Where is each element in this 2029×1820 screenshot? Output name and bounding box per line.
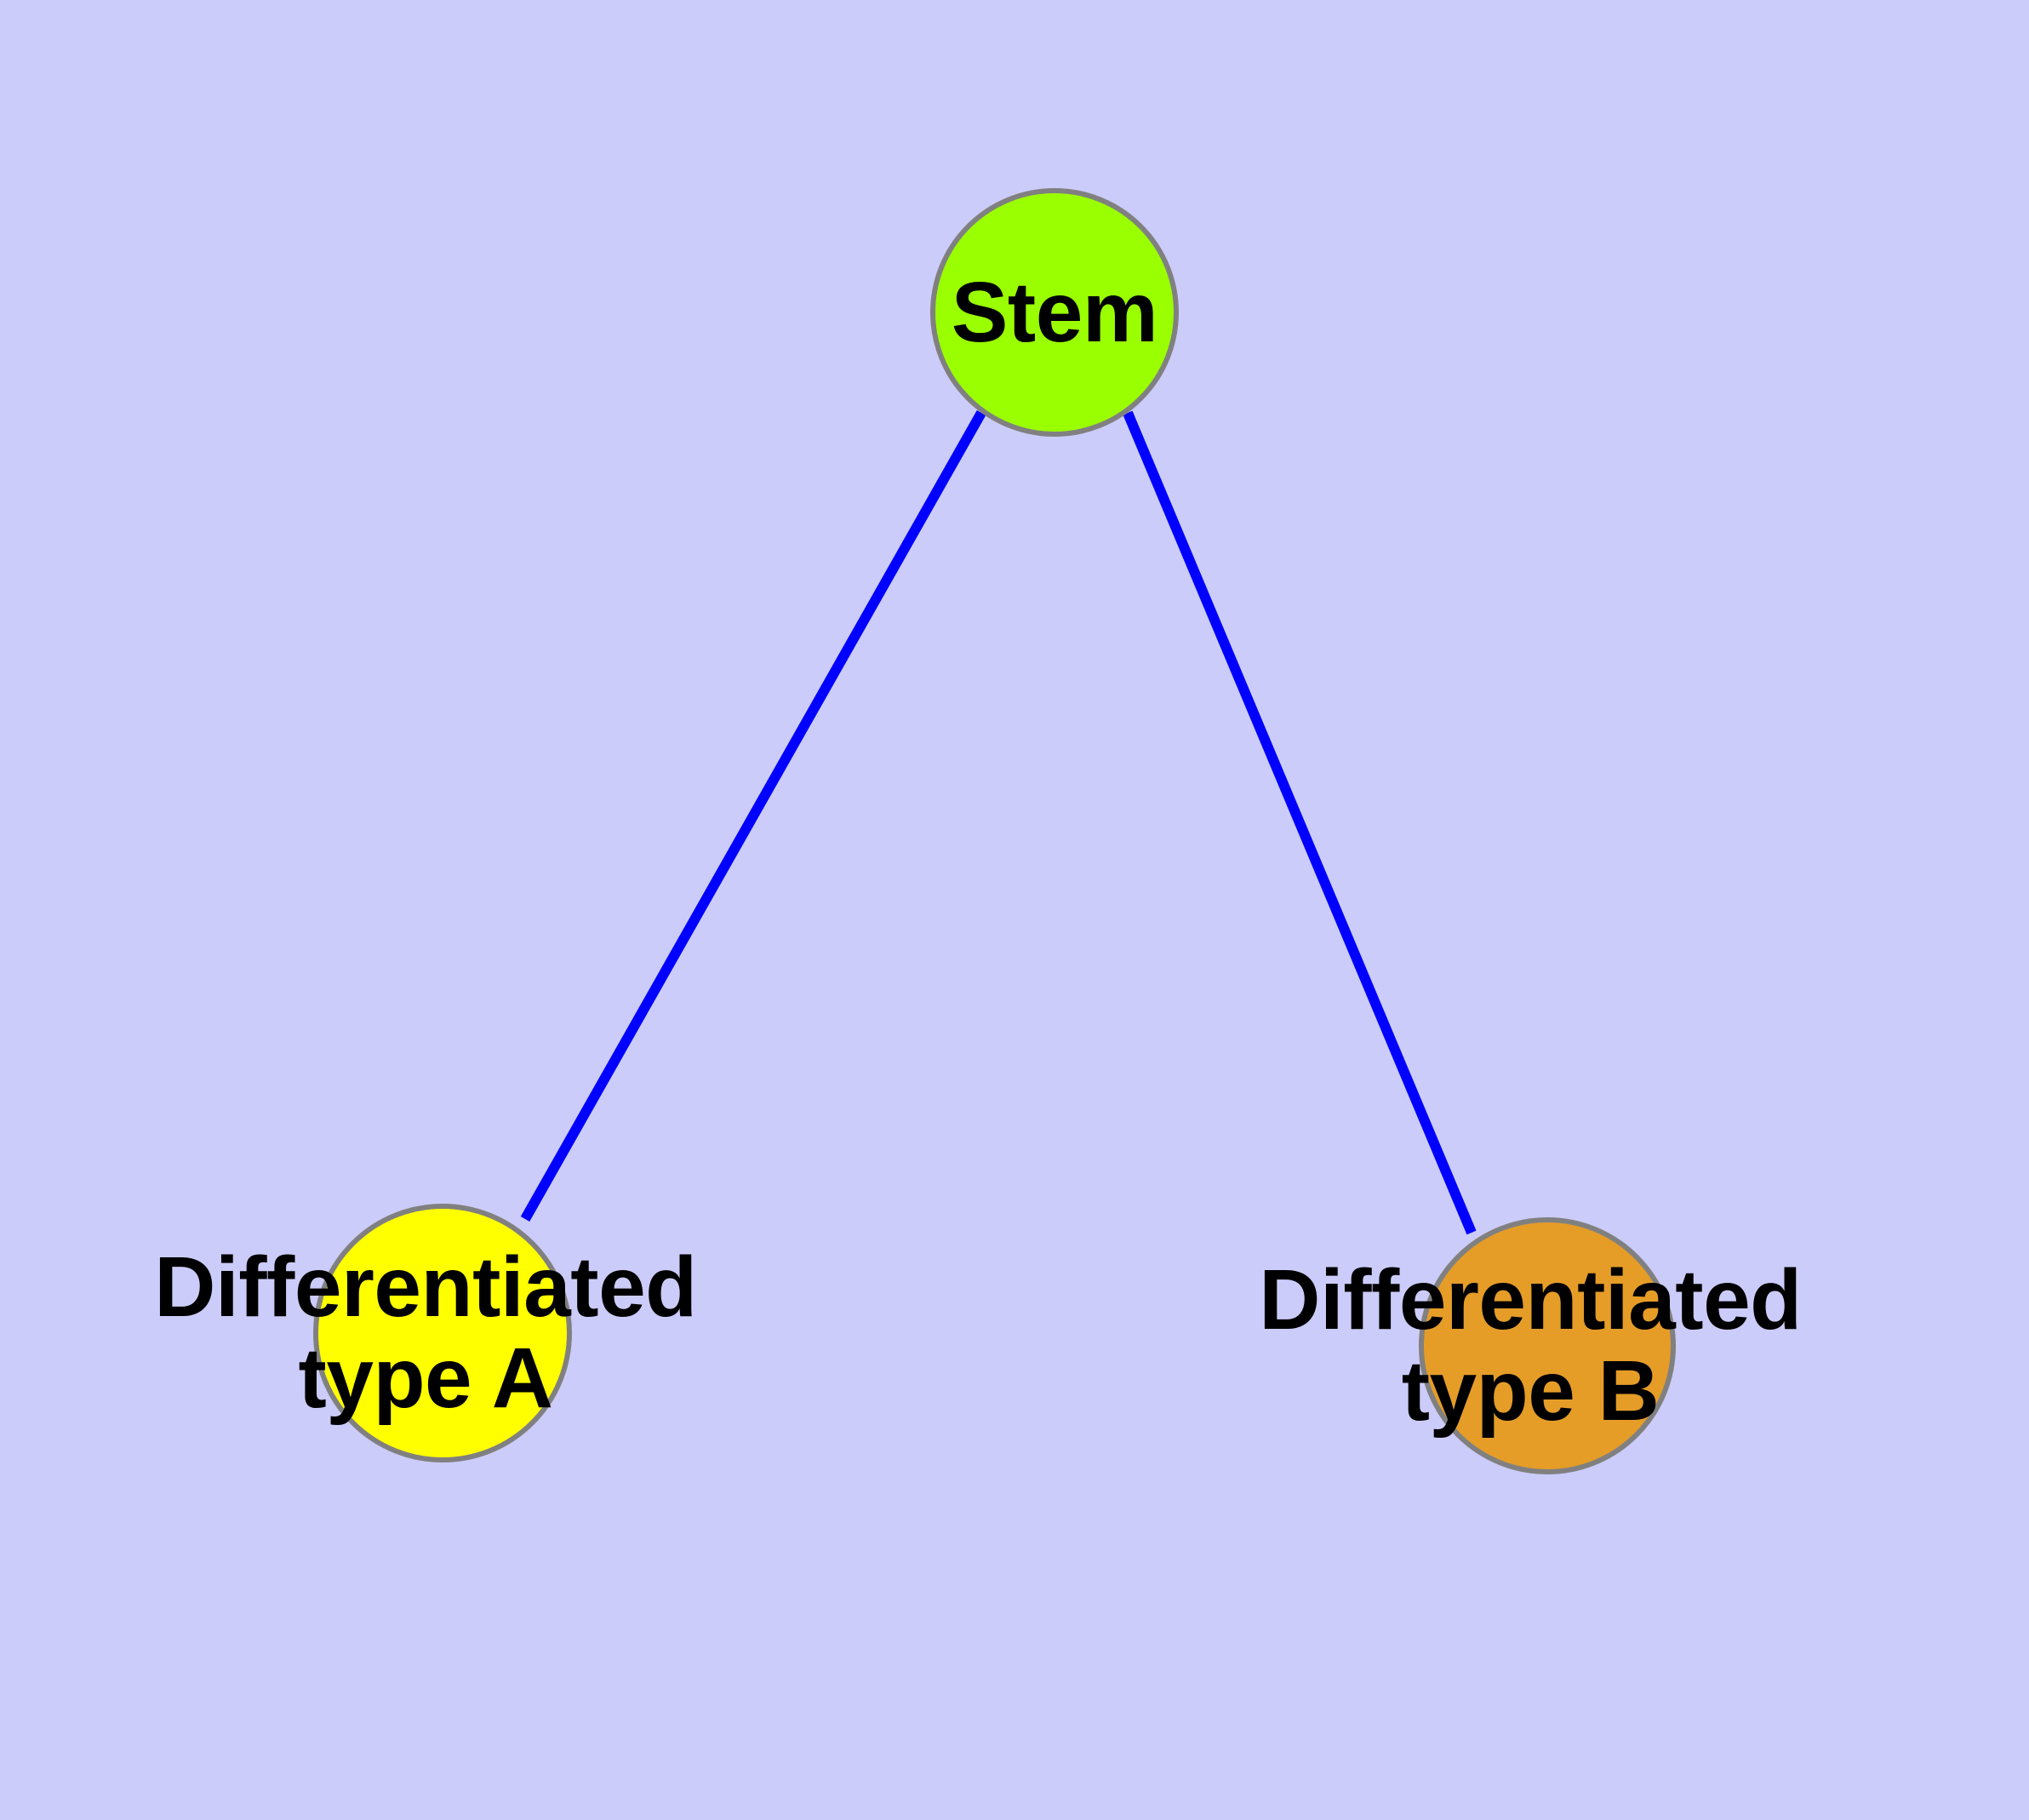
graph-node-diff_a[interactable]: [313, 1204, 572, 1462]
graph-edge-stem-diff_a[interactable]: [520, 410, 986, 1222]
graph-edges: [520, 410, 1477, 1235]
graph-node-label-diff_b: Differentiated type B: [1259, 1252, 1802, 1439]
graph-node-stem[interactable]: [930, 188, 1179, 437]
graph-node-label-diff_a: Differentiated type A: [154, 1239, 697, 1426]
graph-node-diff_b[interactable]: [1419, 1217, 1676, 1474]
graph-edge-stem-diff_b[interactable]: [1123, 410, 1477, 1235]
